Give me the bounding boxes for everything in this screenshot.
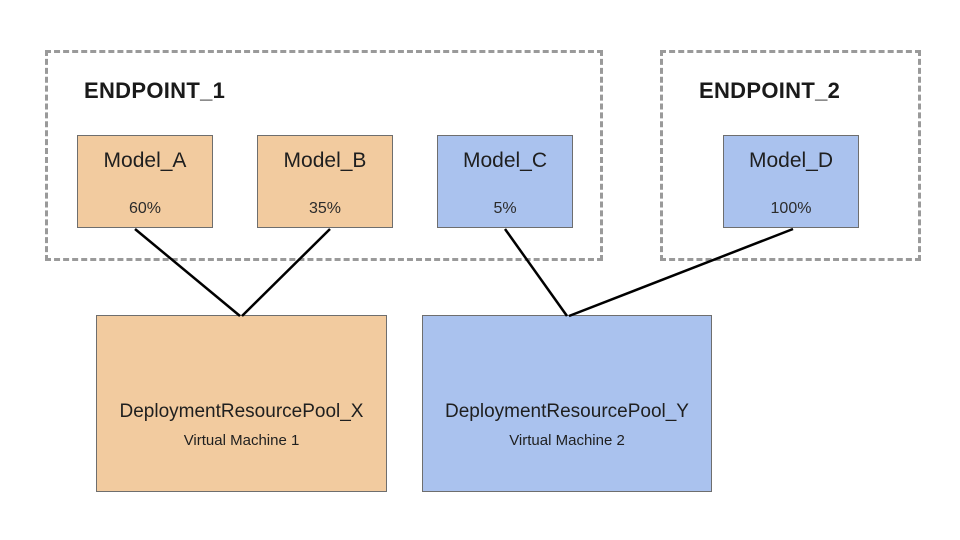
endpoint-2-label: ENDPOINT_2 bbox=[699, 78, 841, 103]
model-c-node: Model_C 5% bbox=[437, 135, 573, 228]
model-b-node: Model_B 35% bbox=[257, 135, 393, 228]
endpoint-1-label: ENDPOINT_1 bbox=[84, 78, 226, 103]
pool-y-node: DeploymentResourcePool_Y Virtual Machine… bbox=[422, 315, 712, 492]
model-a-traffic-split: 60% bbox=[128, 200, 162, 217]
model-d-node: Model_D 100% bbox=[723, 135, 859, 228]
model-d-name: Model_D bbox=[748, 149, 834, 172]
pool-x-node: DeploymentResourcePool_X Virtual Machine… bbox=[96, 315, 387, 492]
model-c-traffic-split: 5% bbox=[493, 200, 517, 217]
model-b-traffic-split: 35% bbox=[308, 200, 342, 217]
pool-x-machine: Virtual Machine 1 bbox=[183, 431, 300, 449]
model-d-traffic-split: 100% bbox=[770, 200, 812, 217]
pool-y-name: DeploymentResourcePool_Y bbox=[445, 400, 689, 422]
model-a-name: Model_A bbox=[103, 149, 187, 172]
pool-y-machine: Virtual Machine 2 bbox=[509, 431, 625, 449]
pool-x-name: DeploymentResourcePool_X bbox=[119, 400, 364, 422]
model-b-name: Model_B bbox=[283, 149, 367, 172]
model-a-node: Model_A 60% bbox=[77, 135, 213, 228]
model-c-name: Model_C bbox=[462, 149, 548, 172]
